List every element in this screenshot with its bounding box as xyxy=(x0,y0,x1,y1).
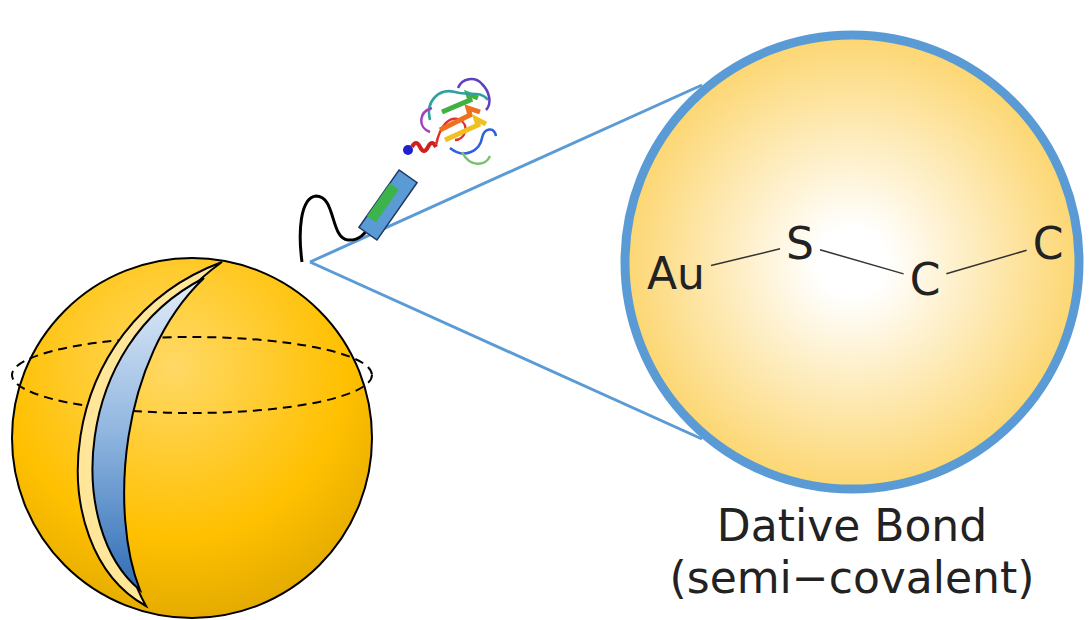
bond-line xyxy=(711,249,780,266)
atom-label: S xyxy=(782,219,818,269)
atom-label: C xyxy=(1029,219,1068,269)
tag xyxy=(359,170,417,240)
bond-line xyxy=(820,250,904,274)
atom-label: Au xyxy=(643,249,709,299)
zoom-node: Dative Bond (semi−covalent)AuSCC xyxy=(620,30,1084,494)
atom-symbol: C xyxy=(910,254,941,305)
helix xyxy=(412,143,436,151)
bond-line xyxy=(946,250,1026,273)
atom-symbol: S xyxy=(786,218,814,269)
gold-nanoparticle xyxy=(12,258,372,618)
atom-symbol: C xyxy=(1033,218,1064,269)
caption: Dative Bond (semi−covalent) xyxy=(580,500,1089,604)
shell-cut xyxy=(78,262,222,606)
core xyxy=(92,278,204,590)
atom-label: C xyxy=(906,255,945,305)
protein xyxy=(421,79,496,164)
atom-symbol: Au xyxy=(647,248,705,299)
equator xyxy=(12,337,372,413)
